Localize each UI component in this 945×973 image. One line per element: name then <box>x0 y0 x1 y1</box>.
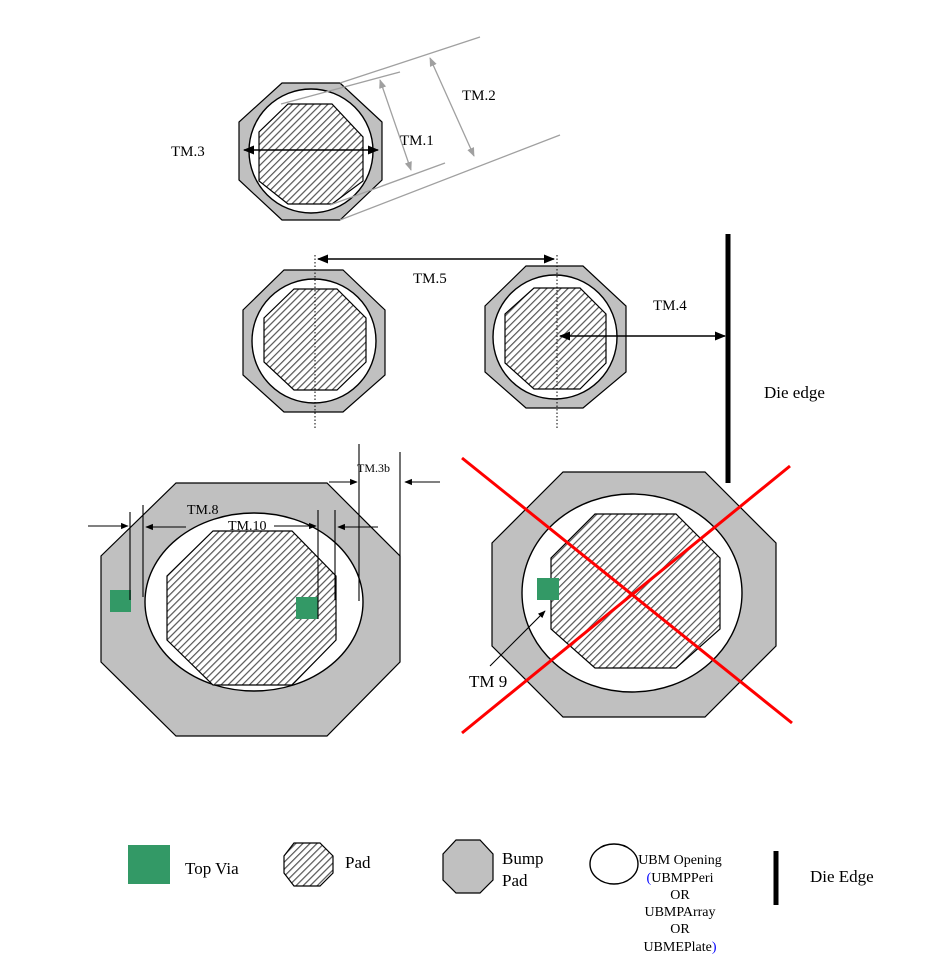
legend-ubm-line-3: UBMPArray <box>644 905 715 920</box>
legend-ubm-swatch <box>589 843 639 885</box>
pad-shape <box>504 287 607 390</box>
legend-bump-pad-label-1: Bump <box>502 849 544 868</box>
bump-middle-right <box>484 265 627 409</box>
legend-ubm-line-2: (UBMPPeri <box>647 871 714 886</box>
legend-ubm-or-1: OR <box>670 888 690 903</box>
tm8-label: TM.8 <box>187 503 219 518</box>
tm1-dimension-arrow <box>379 79 412 171</box>
tm4-label: TM.4 <box>653 298 687 314</box>
tm10-label: TM.10 <box>228 519 267 534</box>
tm2-label: TM.2 <box>462 88 496 104</box>
top-via-inside <box>296 597 318 619</box>
legend-ubm-paren-open: ( <box>647 871 652 886</box>
reject-cross-line-1 <box>461 456 793 725</box>
tm1-label: TM.1 <box>400 133 434 149</box>
tm3-label: TM.3 <box>171 144 205 160</box>
bump-middle-left <box>242 269 386 413</box>
legend-die-edge-label: Die Edge <box>810 867 874 886</box>
tm9-label: TM 9 <box>469 672 507 691</box>
legend-bump-pad-swatch <box>442 839 494 894</box>
tm2-dimension-arrow <box>429 57 475 157</box>
legend-bump-pad-label-2: Pad <box>502 871 528 890</box>
legend-ubm-line-1: UBM Opening <box>638 853 722 868</box>
top-via-outside <box>110 590 131 612</box>
legend-ubm-label: UBM Opening (UBMPPeri OR UBMPArray OR UB… <box>638 853 722 955</box>
legend-ubm-or-2: OR <box>670 922 690 937</box>
dimension-extension-lines <box>129 444 401 619</box>
legend: Top Via Pad Bump Pad UBM Opening (UBMPPe… <box>128 839 874 955</box>
legend-ubm-ubmpperi: UBMPPeri <box>651 871 713 886</box>
tm1-tm2-projection-lines <box>280 36 561 221</box>
tm3b-label: TM.3b <box>357 461 390 475</box>
tm5-label: TM.5 <box>413 271 447 287</box>
tm9-pointer-arrow <box>489 610 546 667</box>
bump-bottom-left <box>100 482 401 737</box>
top-via-in-ubm <box>537 578 559 600</box>
legend-top-via-label: Top Via <box>185 859 239 878</box>
bump-top <box>238 82 383 221</box>
reject-cross-line-2 <box>461 464 791 735</box>
legend-ubm-paren-close: ) <box>712 940 717 955</box>
pad-shape <box>166 530 337 686</box>
die-edge-label: Die edge <box>764 383 825 402</box>
legend-pad-label: Pad <box>345 853 371 872</box>
legend-ubm-line-4: UBMEPlate) <box>643 940 716 955</box>
legend-pad-swatch <box>283 842 334 887</box>
legend-ubm-ubmeplate: UBMEPlate <box>643 940 711 955</box>
legend-top-via-swatch <box>128 845 170 884</box>
